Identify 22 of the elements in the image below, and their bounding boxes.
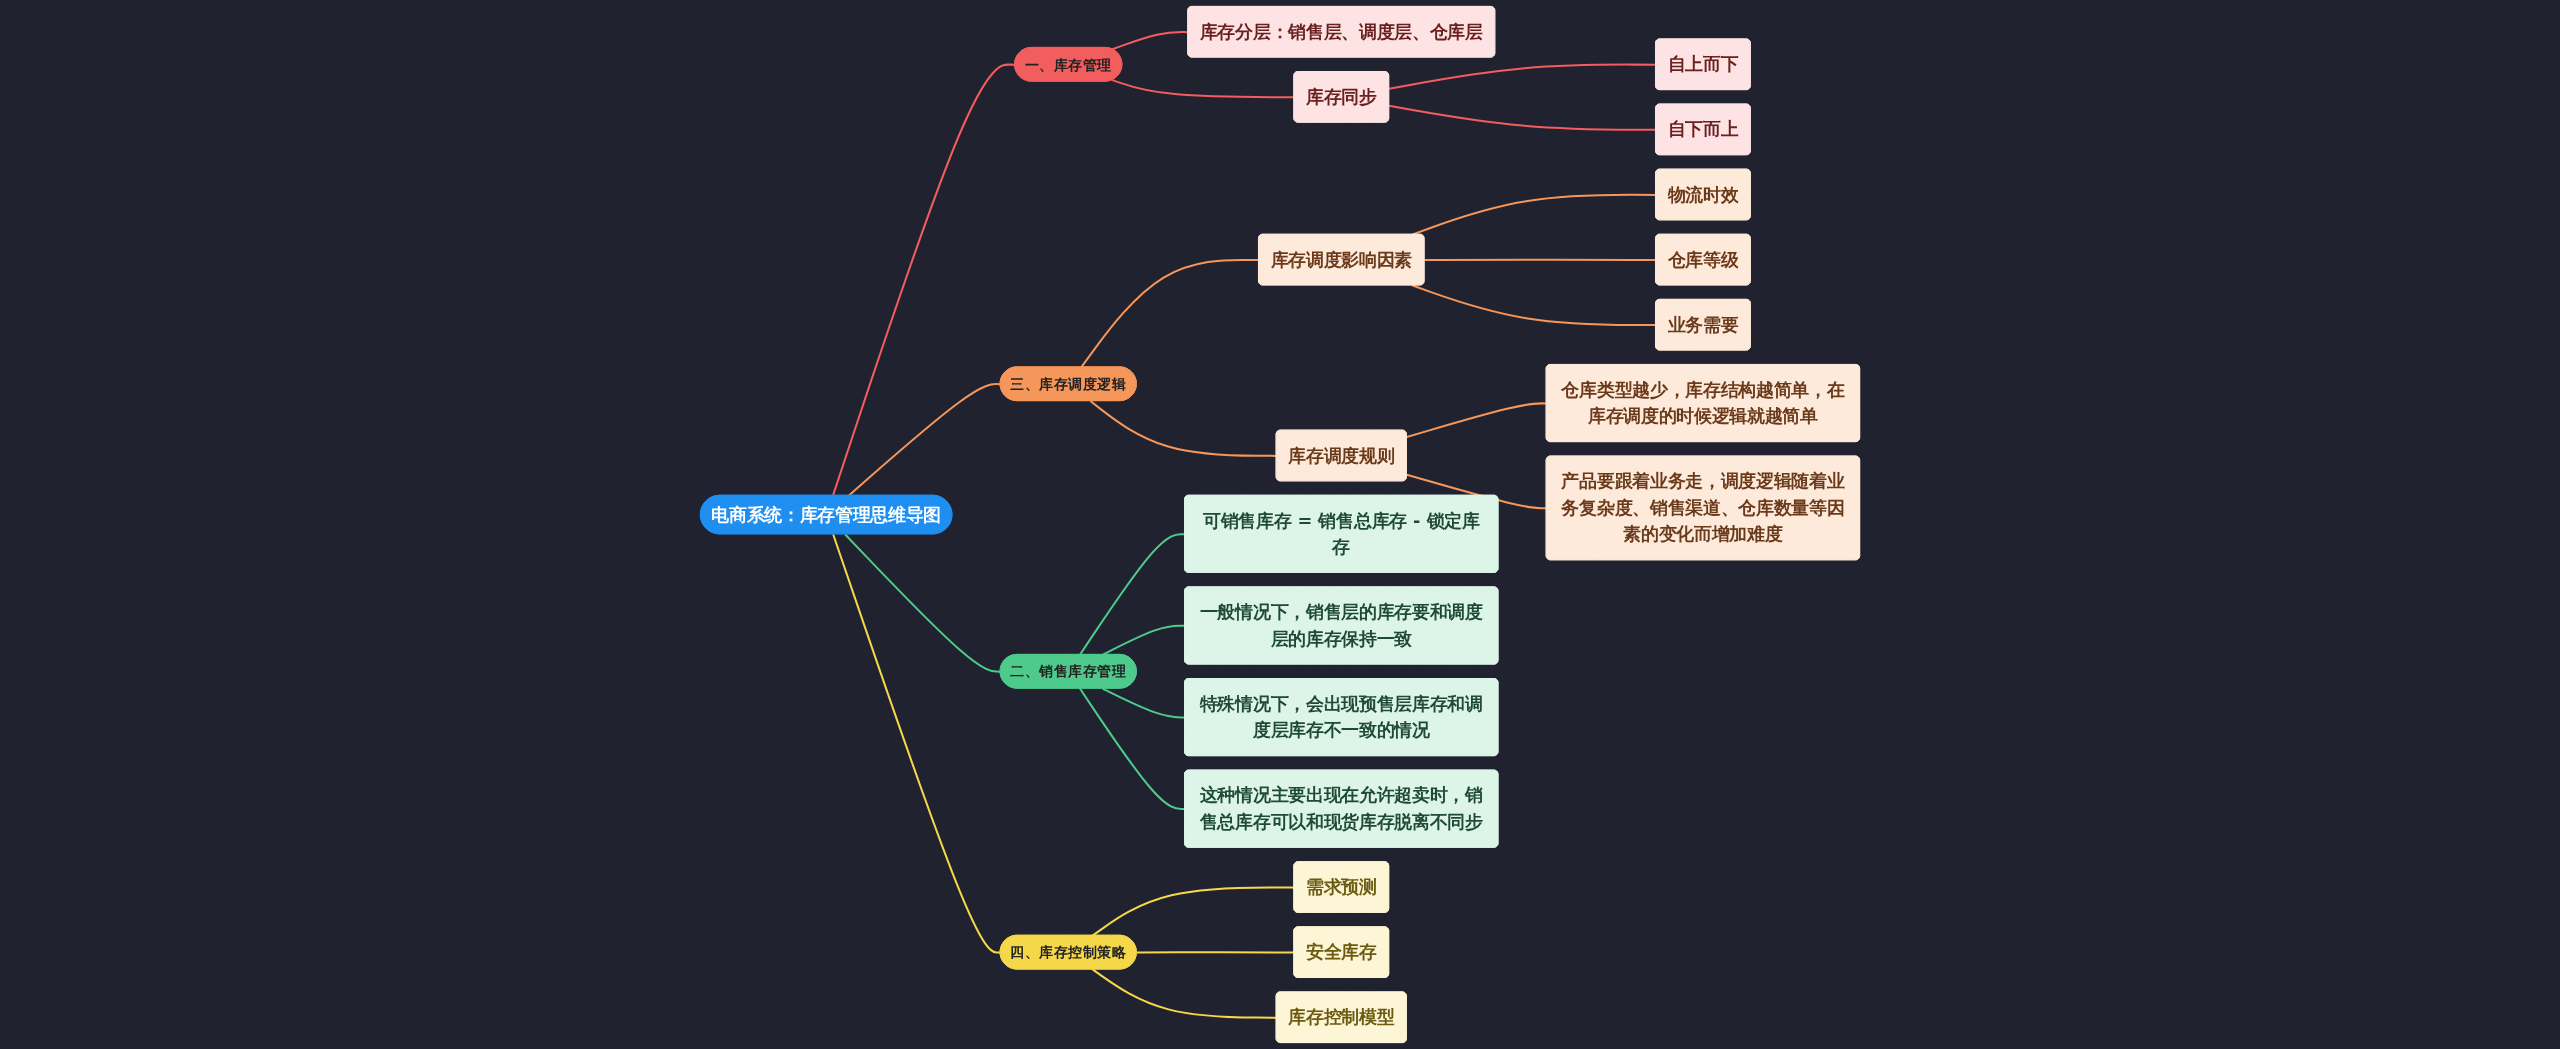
connector xyxy=(1080,258,1259,368)
connector xyxy=(847,383,1001,497)
connector xyxy=(832,533,1001,954)
connector xyxy=(1136,951,1295,954)
connector xyxy=(1424,258,1656,261)
connector xyxy=(1411,284,1656,327)
connector xyxy=(1079,688,1185,811)
connector xyxy=(844,533,1001,673)
connector xyxy=(1406,473,1547,510)
connector xyxy=(1102,624,1185,656)
connector xyxy=(1089,400,1277,457)
connector xyxy=(1411,193,1656,236)
connector xyxy=(1111,31,1189,51)
connector xyxy=(1091,886,1295,937)
connector xyxy=(1091,968,1277,1019)
connector xyxy=(832,63,1015,496)
connector xyxy=(1388,63,1656,90)
connector xyxy=(1406,402,1547,438)
connector xyxy=(1079,533,1185,656)
connector xyxy=(1111,79,1295,99)
connector xyxy=(1388,104,1656,131)
connector xyxy=(1102,687,1185,719)
